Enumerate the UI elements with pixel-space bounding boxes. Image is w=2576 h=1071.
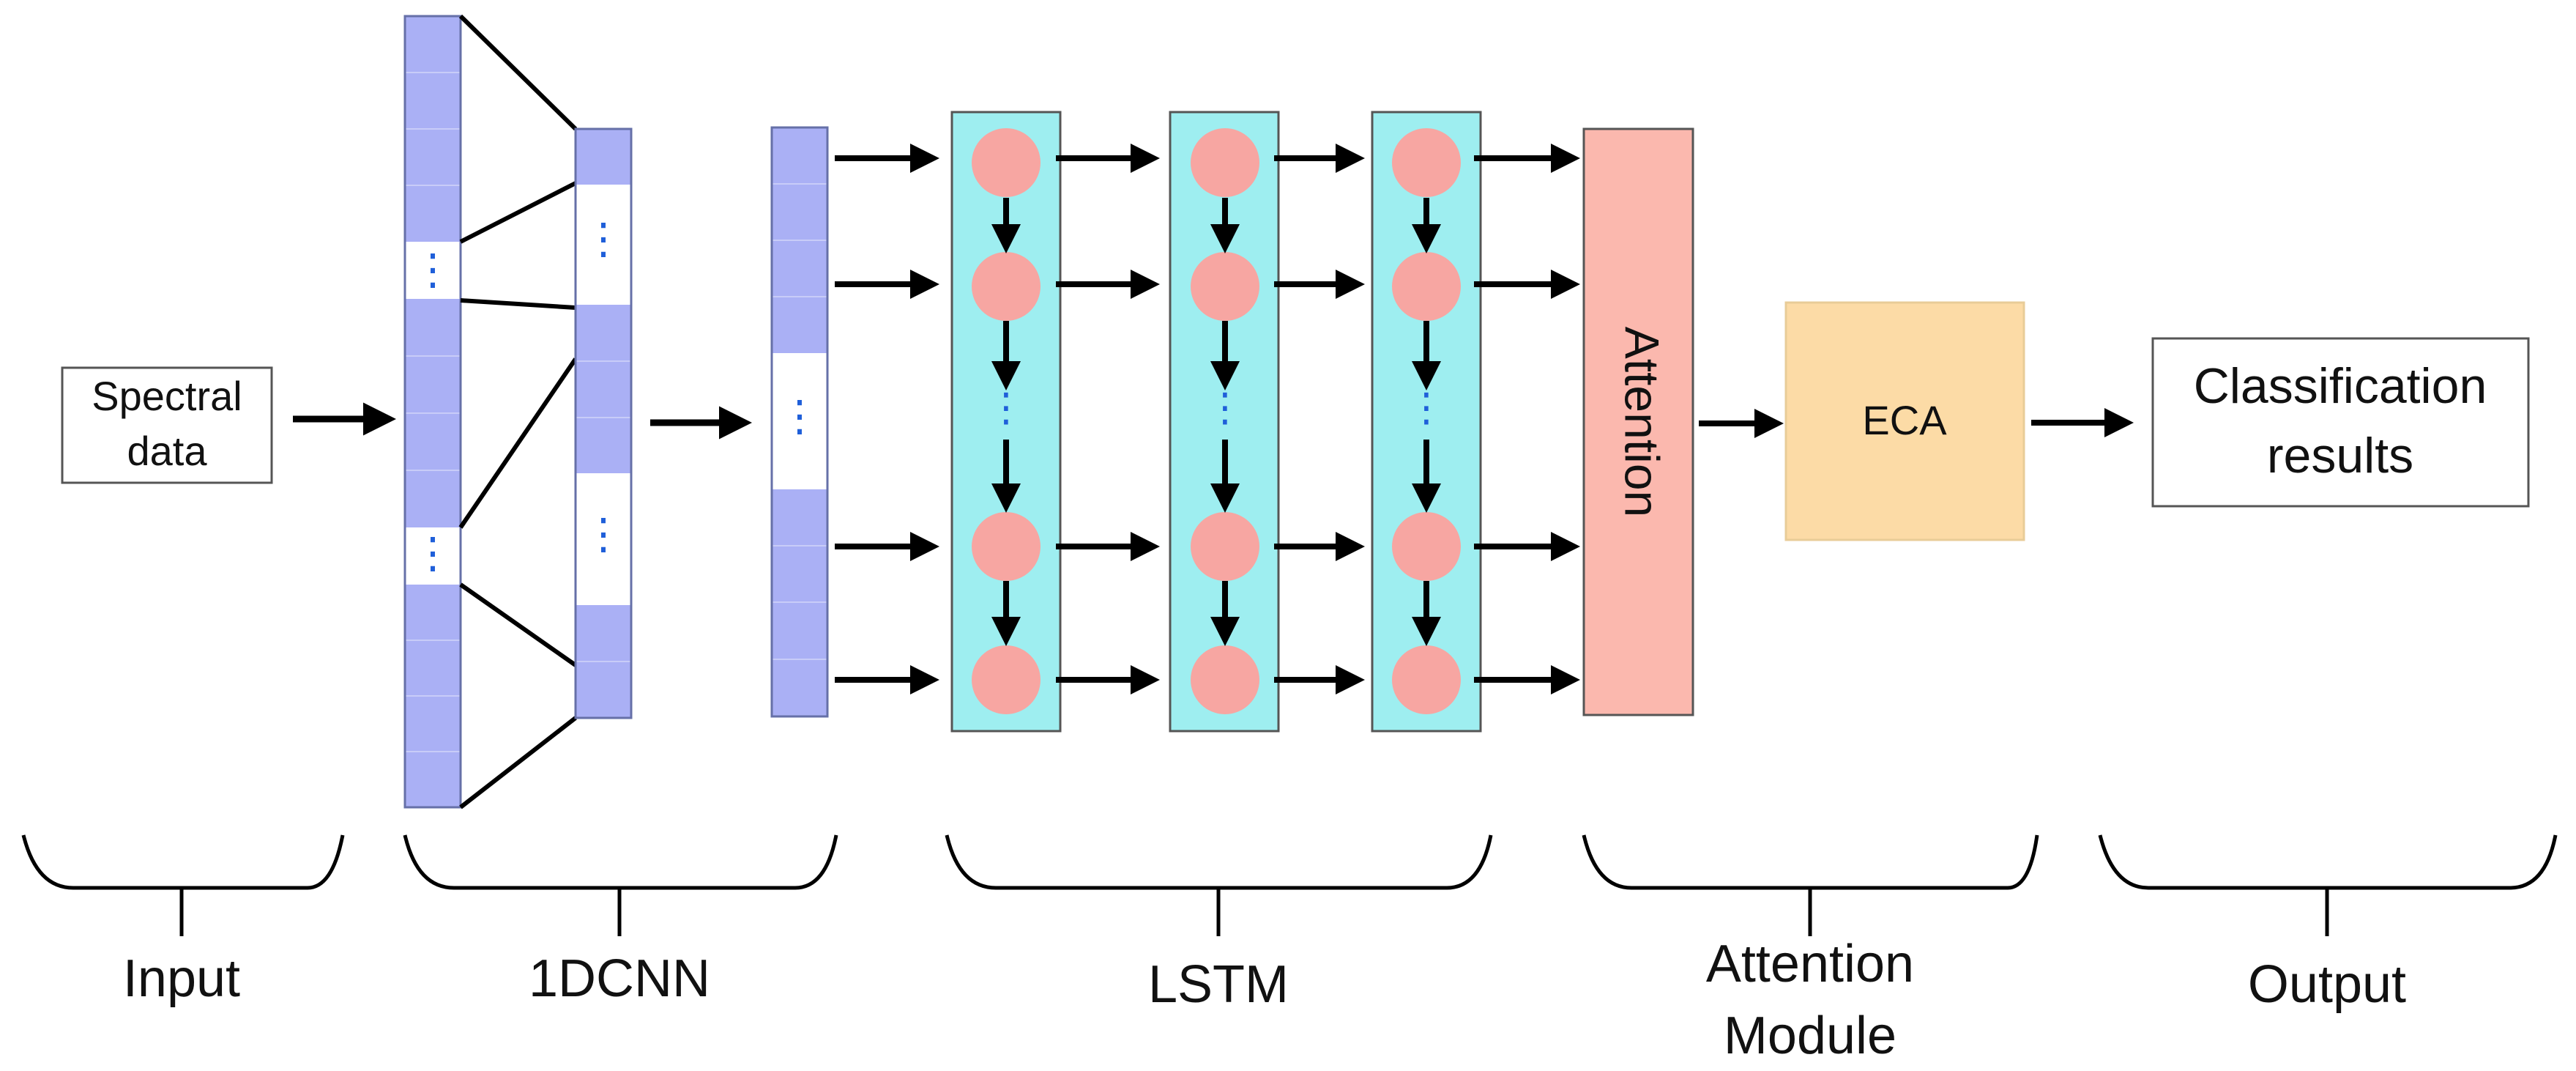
attention-box: Attention xyxy=(1582,127,1694,716)
input-box-line1: Spectral xyxy=(92,373,242,419)
lstm-column-2: ⋮ xyxy=(1169,111,1280,733)
lstm-brace xyxy=(945,834,1493,936)
section-label-attention-line2: Module xyxy=(1724,1007,1896,1065)
section-label-lstm: LSTM xyxy=(1148,955,1289,1014)
eca-box-label: ECA xyxy=(1862,397,1947,443)
output-box-line1: Classification xyxy=(2194,358,2487,414)
cnn-conv-layer: ⋮ ⋮ xyxy=(574,127,633,719)
cnn-input-layer: ⋮ ⋮ xyxy=(403,15,462,809)
lstm-between-arrows-1 xyxy=(1056,144,1160,694)
lstm-output-arrows xyxy=(1474,144,1580,694)
ellipsis-icon: ⋮ xyxy=(986,385,1026,429)
section-label-1dcnn: 1DCNN xyxy=(529,949,710,1008)
ellipsis-icon: ⋮ xyxy=(778,392,821,440)
section-label-output: Output xyxy=(2248,955,2406,1014)
ellipsis-icon: ⋮ xyxy=(1407,385,1446,429)
output-box-line2: results xyxy=(2267,428,2413,483)
cnn-output-layer: ⋮ xyxy=(770,126,829,718)
section-label-attention-line1: Attention xyxy=(1706,935,1914,993)
ellipsis-icon: ⋮ xyxy=(582,215,625,262)
ellipsis-icon: ⋮ xyxy=(1205,385,1245,429)
input-box: Spectral data xyxy=(61,366,273,484)
input-brace xyxy=(21,834,345,936)
ellipsis-icon: ⋮ xyxy=(412,245,454,293)
attention-box-label: Attention xyxy=(1615,327,1669,518)
cnn-brace xyxy=(403,834,838,936)
ellipsis-icon: ⋮ xyxy=(412,529,454,577)
section-label-input: Input xyxy=(123,949,240,1008)
eca-box: ECA xyxy=(1784,301,2025,541)
lstm-input-arrows xyxy=(835,144,939,694)
cnn-connection-lines xyxy=(458,14,578,809)
lstm-between-arrows-2 xyxy=(1274,144,1365,694)
input-box-line2: data xyxy=(127,428,208,474)
attention-brace xyxy=(1582,834,2039,936)
lstm-column-3: ⋮ xyxy=(1371,111,1482,733)
output-box: Classification results xyxy=(2151,337,2530,508)
lstm-column-1: ⋮ xyxy=(950,111,1062,733)
ellipsis-icon: ⋮ xyxy=(582,510,625,557)
output-brace xyxy=(2098,834,2558,936)
